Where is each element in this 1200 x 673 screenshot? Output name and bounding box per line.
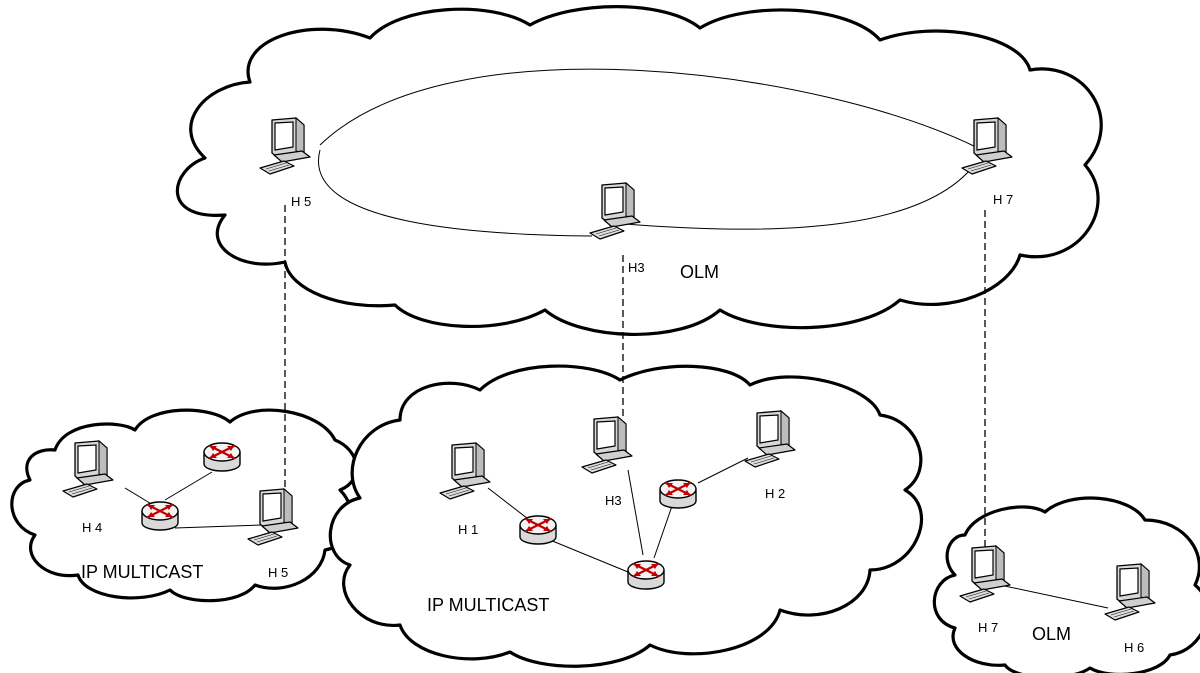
mid-link-router-router2 (653, 505, 673, 559)
cloud-label-top: OLM (680, 262, 719, 282)
host-label-left-h5: H 5 (268, 565, 288, 580)
cloud-label-right: OLM (1032, 624, 1071, 644)
router-icon-left-1 (202, 441, 242, 473)
router-icon-mid-1 (518, 514, 558, 546)
router-icon-left-2 (140, 500, 180, 532)
olm-link-h5-h3 (317, 149, 593, 237)
mid-link-router-router (549, 539, 629, 573)
router-icon-mid-2 (658, 478, 698, 510)
middle-cloud (328, 364, 924, 668)
mid-link-h1-router (487, 487, 533, 523)
host-label-top-h5: H 5 (291, 194, 311, 209)
left-link-router-router (164, 471, 213, 501)
host-label-mid-h1: H 1 (458, 522, 478, 537)
olm-link-h3-h7 (624, 169, 971, 230)
router-icon-mid-3 (626, 559, 666, 591)
host-label-right-h6: H 6 (1124, 640, 1144, 655)
host-label-mid-h3: H3 (605, 493, 622, 508)
host-label-top-h7: H 7 (993, 192, 1013, 207)
mid-link-h3-router (627, 469, 644, 556)
olm-link-h5-h7 (319, 68, 979, 149)
left-link-router-h5 (174, 524, 263, 529)
mid-link-router-h2 (697, 457, 749, 484)
host-label-top-h3: H3 (628, 260, 645, 275)
cloud-label-left: IP MULTICAST (81, 562, 203, 582)
right-cloud (932, 496, 1200, 673)
host-label-right-h7: H 7 (978, 620, 998, 635)
host-label-mid-h2: H 2 (765, 486, 785, 501)
host-label-left-h4: H 4 (82, 520, 102, 535)
cloud-label-mid: IP MULTICAST (427, 595, 549, 615)
top-cloud (175, 5, 1103, 336)
right-link-h7-h6 (999, 584, 1109, 609)
